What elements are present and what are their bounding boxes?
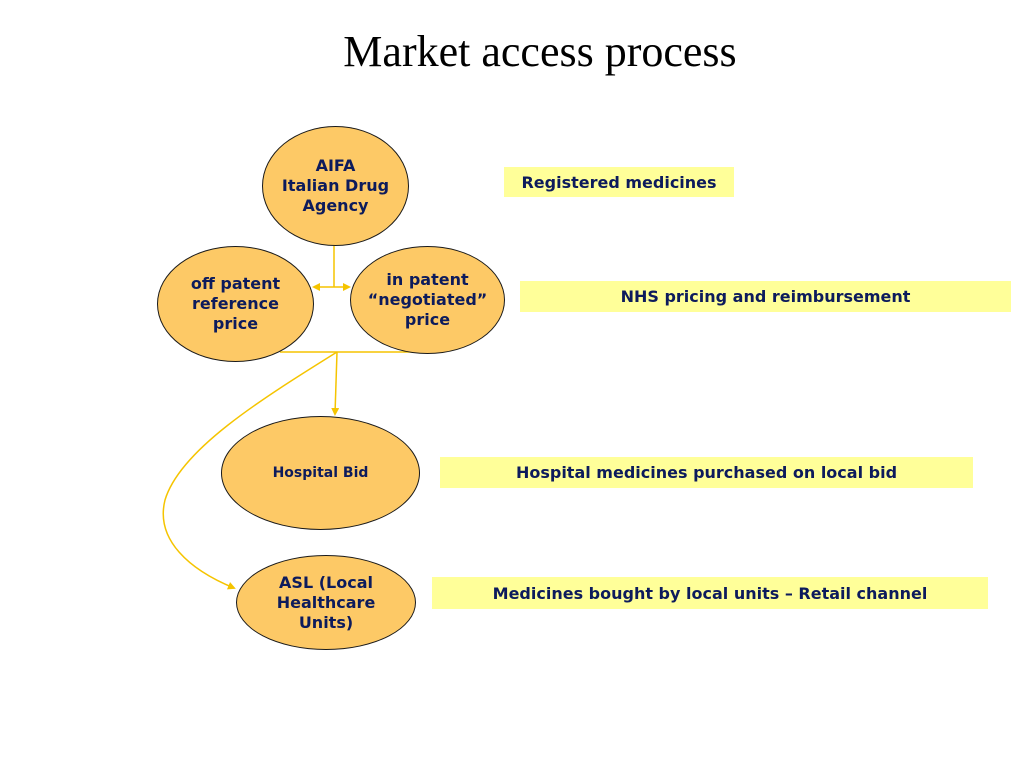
registered-medicines-label: Registered medicines [504, 167, 734, 197]
retail-channel-label: Medicines bought by local units – Retail… [432, 577, 988, 609]
in-patent-node: in patent “negotiated” price [350, 246, 505, 354]
nhs-pricing-label: NHS pricing and reimbursement [520, 281, 1011, 312]
hospital-bid-node: Hospital Bid [221, 416, 420, 530]
aifa-node: AIFA Italian Drug Agency [262, 126, 409, 246]
connector-to-asl [162, 351, 338, 590]
slide-title: Market access process [343, 27, 737, 76]
connector-to-hospital-bid [331, 351, 340, 416]
asl-node: ASL (Local Healthcare Units) [236, 555, 416, 650]
hospital-medicines-label: Hospital medicines purchased on local bi… [440, 457, 973, 488]
off-patent-node: off patent reference price [157, 246, 314, 362]
